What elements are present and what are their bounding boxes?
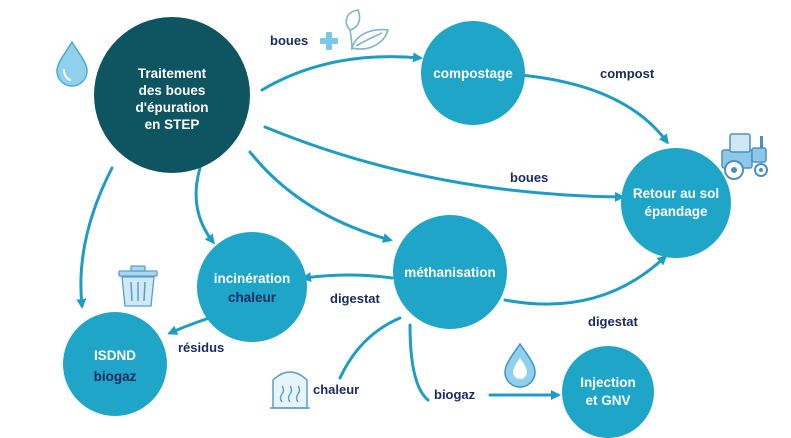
label-compost: compost xyxy=(600,66,655,81)
flow-step-to-methanisation xyxy=(248,150,393,243)
node-isdnd-line1: ISDND xyxy=(94,348,136,363)
label-chaleur: chaleur xyxy=(313,382,359,397)
node-isdnd-line2: biogaz xyxy=(94,369,137,384)
label-boues-compostage: boues xyxy=(270,33,308,48)
node-methanisation-circle xyxy=(393,215,507,329)
flow-step-to-incineration xyxy=(194,166,215,245)
node-incineration: incinération chaleur xyxy=(197,232,307,342)
node-retour-line1: Retour au sol xyxy=(633,186,719,201)
leaves-icon xyxy=(345,9,390,51)
label-digestat-incineration: digestat xyxy=(330,291,381,306)
greenhouse-icon xyxy=(270,371,310,409)
flow-step-to-retour xyxy=(263,125,625,202)
water-drop-icon xyxy=(56,40,88,87)
label-biogaz: biogaz xyxy=(434,387,476,402)
label-residus: résidus xyxy=(178,340,224,355)
plus-icon xyxy=(320,32,338,50)
node-isdnd: ISDND biogaz xyxy=(63,312,167,416)
flow-methanisation-to-retour xyxy=(503,254,668,306)
node-injection: Injection et GNV xyxy=(562,346,654,438)
node-incineration-line2: chaleur xyxy=(228,290,277,305)
node-injection-circle xyxy=(562,346,654,438)
trash-bin-icon xyxy=(118,265,158,307)
node-methanisation: méthanisation xyxy=(393,215,507,329)
node-step-circle xyxy=(94,17,250,173)
flow-lines xyxy=(76,52,669,402)
node-compostage-circle xyxy=(421,21,525,125)
node-retour: Retour au sol épandage xyxy=(621,148,731,258)
node-step-line4: en STEP xyxy=(145,117,200,132)
node-incineration-line1: incinération xyxy=(214,271,291,286)
flow-methanisation-chaleur xyxy=(338,316,402,380)
flow-step-to-compostage xyxy=(260,52,423,92)
node-step-line2: des boues xyxy=(139,83,206,98)
flow-compostage-to-retour xyxy=(518,73,669,145)
node-isdnd-circle xyxy=(63,312,167,416)
node-retour-circle xyxy=(621,148,731,258)
flow-methanisation-to-incineration xyxy=(301,272,394,283)
node-step: Traitement des boues d'épuration en STEP xyxy=(94,17,250,173)
node-injection-line2: et GNV xyxy=(585,393,630,408)
flow-methanisation-biogaz xyxy=(408,323,430,402)
label-digestat-retour: digestat xyxy=(588,314,639,329)
label-boues-retour: boues xyxy=(510,170,548,185)
flame-drop-icon xyxy=(504,342,536,388)
flow-step-to-isdnd xyxy=(76,166,114,309)
node-retour-line2: épandage xyxy=(644,204,708,219)
node-injection-line1: Injection xyxy=(580,375,636,390)
node-step-line1: Traitement xyxy=(138,66,207,81)
node-compostage: compostage xyxy=(421,21,525,125)
node-compostage-label: compostage xyxy=(433,66,513,81)
tractor-icon xyxy=(721,133,768,180)
node-step-line3: d'épuration xyxy=(136,100,209,115)
node-methanisation-label: méthanisation xyxy=(404,265,496,280)
node-incineration-circle xyxy=(197,232,307,342)
